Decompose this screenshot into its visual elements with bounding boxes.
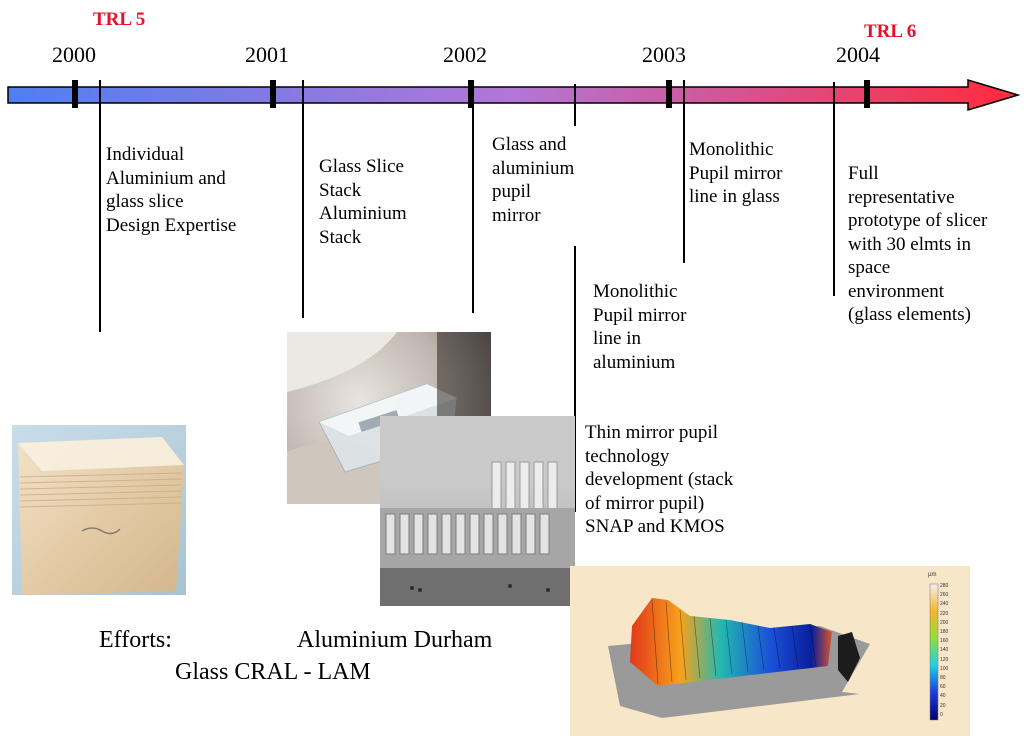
year-label-2004: 2004 [836,42,880,67]
milestone-line-6 [833,82,835,296]
year-label-2003: 2003 [642,42,686,67]
year-label-2002: 2002 [443,42,487,67]
milestone-line-1 [99,80,101,332]
milestone-line-4b [574,246,576,512]
milestone-line-5 [683,80,685,263]
year-label-2000: 2000 [52,42,96,67]
year-tick-2004 [864,80,870,108]
timeline-arrow [7,78,1021,112]
trl-5-label: TRL 5 [93,9,146,30]
milestone-line-2 [302,80,304,318]
milestone-line-4a [574,84,576,126]
efforts-label: Efforts: [99,627,172,653]
milestone-line-3 [472,80,474,313]
trl-6-label: TRL 6 [864,21,917,42]
glass-slice-stack-photo [12,425,186,595]
efforts-aluminium: Aluminium Durham [297,627,493,653]
efforts-glass: Glass CRAL - LAM [175,659,371,685]
year-label-2001: 2001 [245,42,289,67]
year-tick-2000 [72,80,78,108]
colorbar-unit: µm [928,572,937,578]
aluminium-slicer-photo [380,416,575,606]
year-tick-2001 [270,80,276,108]
year-tick-2002 [468,80,474,108]
year-tick-2003 [666,80,672,108]
